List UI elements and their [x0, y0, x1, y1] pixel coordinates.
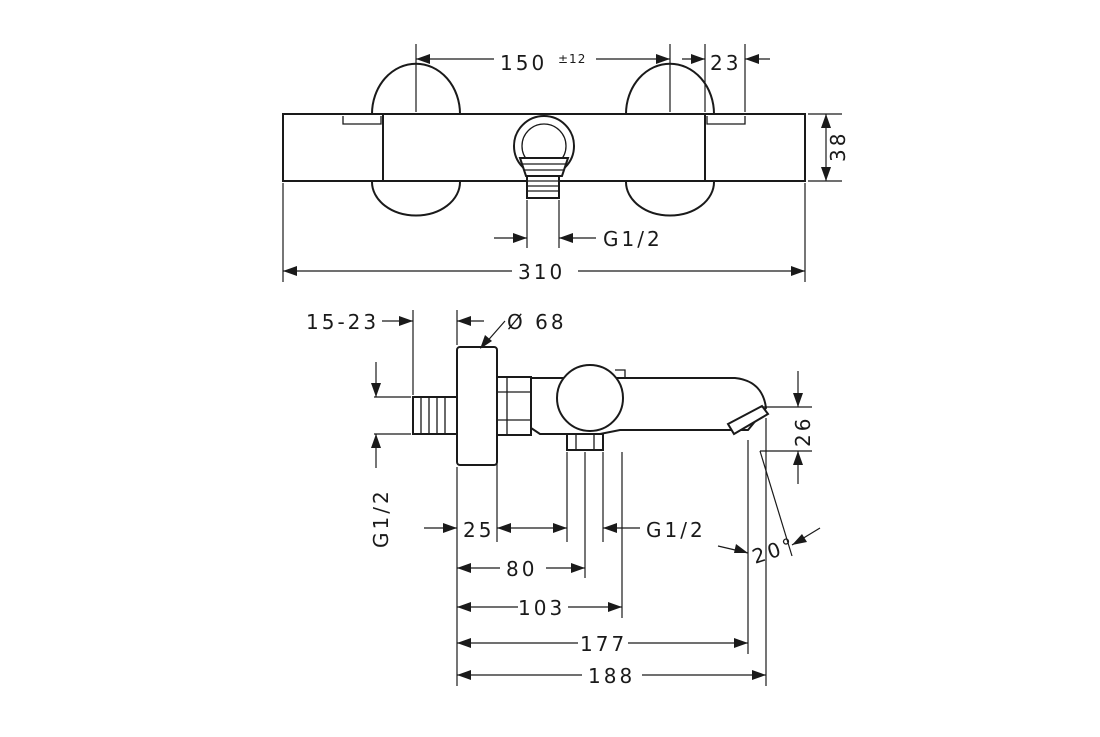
arrowhead [457, 602, 471, 612]
arrowhead [792, 534, 807, 545]
right-trim-detail [706, 116, 746, 125]
dimension-26-label: 26 [791, 416, 815, 447]
dimension-38-label: 38 [826, 131, 850, 162]
wall-rosette [456, 346, 498, 466]
dimension-310-label: 310 [518, 260, 565, 284]
outlet-thread-side-label: G1/2 [646, 518, 706, 542]
left-trim-detail [342, 116, 382, 125]
arrowhead [497, 523, 511, 533]
inlet-thread [412, 396, 458, 435]
dimension-23: 23 [682, 51, 770, 75]
dimension-188-label: 188 [588, 664, 635, 688]
arrowhead [553, 523, 567, 533]
arrowhead [608, 602, 622, 612]
arrowhead [603, 523, 617, 533]
rosette-diameter-dimension: Ø 68 [480, 310, 567, 349]
arrowhead [371, 434, 381, 448]
dimension-103: 103 [457, 596, 622, 620]
dimension-25: 25 [424, 518, 567, 542]
arrowhead [371, 383, 381, 397]
arrowhead [480, 335, 492, 349]
connection-nut [496, 376, 532, 436]
dimension-15-23-label: 15-23 [306, 310, 379, 334]
arrowhead [559, 233, 573, 243]
dimension-150-label: 150 [500, 51, 547, 75]
arrowhead [745, 54, 759, 64]
spout-angle-dimension: 20° [717, 527, 821, 569]
arrowhead [416, 54, 430, 64]
extension-line [759, 450, 793, 557]
inlet-thread-label: G1/2 [369, 488, 393, 548]
dimension-103-label: 103 [518, 596, 565, 620]
arrowhead [656, 54, 670, 64]
arrowhead [734, 544, 748, 553]
arrowhead [457, 563, 471, 573]
spout-angle-label: 20° [749, 532, 799, 569]
outlet-thread-label: G1/2 [603, 227, 663, 251]
arrowhead [283, 266, 297, 276]
spout-tip [726, 404, 770, 436]
arrowhead [457, 638, 471, 648]
arrowhead [734, 638, 748, 648]
outlet-connector [518, 157, 570, 177]
arrowhead [752, 670, 766, 680]
thermostat-knob [556, 364, 624, 432]
knob-detail [615, 369, 626, 378]
dimension-23-label: 23 [710, 51, 741, 75]
arrowhead [571, 563, 585, 573]
dimension-177-label: 177 [580, 632, 627, 656]
tolerance-label: ±12 [558, 52, 586, 66]
arrowhead [821, 167, 831, 181]
outlet-nut [566, 433, 604, 451]
arrowhead [457, 316, 471, 326]
outlet-thread [526, 175, 560, 199]
inlet-thread-dimension: G1/2 [369, 362, 393, 548]
arrowhead [513, 233, 527, 243]
dimension-80: 80 [457, 557, 585, 581]
arrowhead [791, 266, 805, 276]
dimension-177: 177 [457, 632, 748, 656]
dimension-38: 38 [821, 114, 850, 181]
outlet-thread-dimension-side: G1/2 [603, 518, 706, 542]
dimension-80-label: 80 [506, 557, 537, 581]
top-view: 150 ±12 23 38 G1/2 [282, 44, 850, 284]
dimension-15-23: 15-23 [306, 310, 484, 334]
arrowhead [399, 316, 413, 326]
outlet-thread-dimension: G1/2 [494, 227, 663, 251]
dimension-26: 26 [791, 371, 815, 484]
arrowhead [691, 54, 705, 64]
side-view: 15-23 Ø 68 G1/2 26 [306, 310, 821, 688]
rosette-diameter-label: Ø 68 [507, 310, 567, 334]
arrowhead [821, 114, 831, 128]
dimension-25-label: 25 [463, 518, 494, 542]
arrowhead [793, 393, 803, 407]
dimension-150: 150 ±12 [416, 51, 670, 75]
arrowhead [457, 670, 471, 680]
arrowhead [793, 451, 803, 465]
dimension-310: 310 [283, 260, 805, 284]
arrowhead [443, 523, 457, 533]
dimension-188: 188 [457, 664, 766, 688]
